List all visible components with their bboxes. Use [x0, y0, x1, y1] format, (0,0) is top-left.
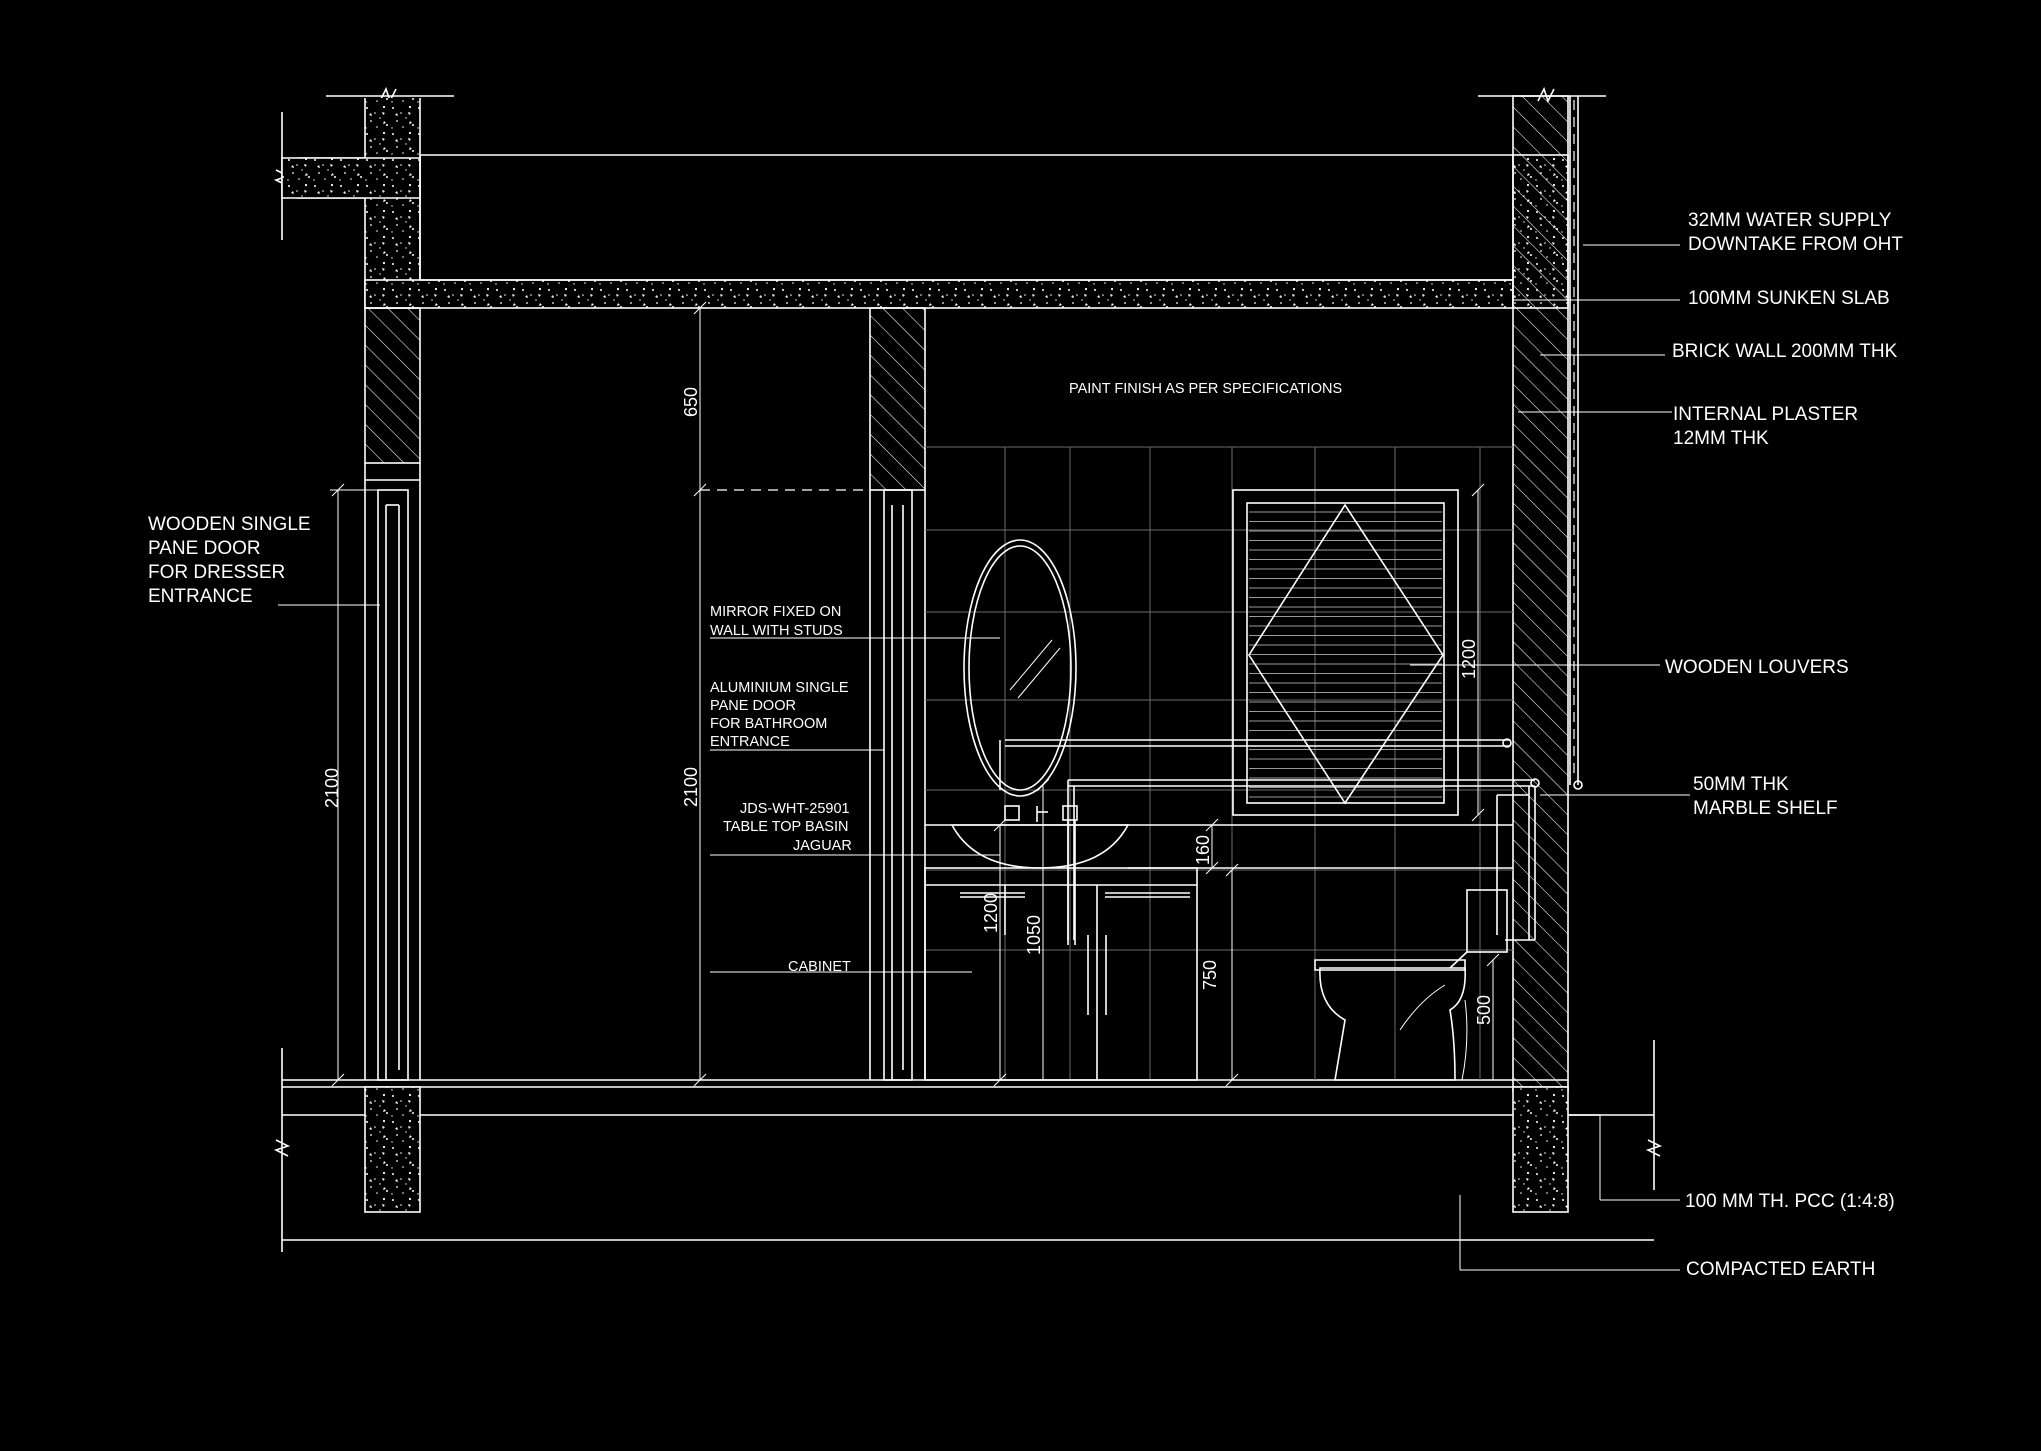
label-marble-shelf-1: 50MM THK [1693, 774, 1789, 795]
dim-shelf-gap: 160 [1193, 835, 1213, 865]
dim-left-door-height: 2100 [322, 768, 342, 808]
water-closet [1314, 889, 1508, 1081]
dim-tap-height: 1050 [1024, 915, 1044, 955]
label-alu-door-1: ALUMINIUM SINGLE [710, 680, 849, 696]
label-cabinet: CABINET [788, 959, 851, 975]
dim-alu-door-upper: 650 [681, 387, 701, 417]
wooden-louvers-window [1232, 489, 1459, 816]
labels: 32MM WATER SUPPLY DOWNTAKE FROM OHT 100M… [148, 210, 1903, 1280]
water-supply-pipe [1569, 96, 1583, 790]
label-wooden-door-1: WOODEN SINGLE [148, 514, 311, 535]
label-paint-finish: PAINT FINISH AS PER SPECIFICATIONS [1069, 381, 1342, 397]
label-basin-3: JAGUAR [793, 838, 852, 854]
label-marble-shelf-2: MARBLE SHELF [1693, 798, 1838, 819]
dim-cabinet-height: 750 [1200, 960, 1220, 990]
label-wooden-door-2: PANE DOOR [148, 538, 261, 559]
label-internal-plaster-2: 12MM THK [1673, 428, 1769, 449]
left-footing [364, 1086, 421, 1213]
label-compacted-earth: COMPACTED EARTH [1686, 1259, 1875, 1280]
oval-mirror [963, 539, 1077, 797]
label-wooden-door-3: FOR DRESSER [148, 562, 285, 583]
right-brick-wall [1512, 95, 1569, 1092]
left-column-top [297, 98, 421, 309]
label-mirror-1: MIRROR FIXED ON [710, 604, 841, 620]
basin-and-cabinet [924, 805, 1198, 1081]
break-lines [273, 86, 1663, 1252]
label-basin-2: TABLE TOP BASIN [723, 819, 848, 835]
label-wooden-door-4: ENTRANCE [148, 586, 253, 607]
label-wooden-louvers: WOODEN LOUVERS [1665, 657, 1849, 678]
dimension-lines [330, 301, 1500, 1087]
label-mirror-2: WALL WITH STUDS [710, 623, 843, 639]
label-alu-door-4: ENTRANCE [710, 734, 790, 750]
left-slab-stub [281, 157, 421, 199]
dim-wc-height: 500 [1474, 995, 1494, 1025]
label-water-supply-2: DOWNTAKE FROM OHT [1688, 234, 1903, 255]
dim-louver-height: 1200 [1459, 639, 1479, 679]
structure [273, 86, 1663, 1252]
left-brick-wall [364, 307, 421, 464]
label-pcc: 100 MM TH. PCC (1:4:8) [1685, 1191, 1895, 1212]
label-alu-door-2: PANE DOOR [710, 698, 796, 714]
label-sunken-slab: 100MM SUNKEN SLAB [1688, 288, 1890, 309]
right-footing [1512, 1086, 1569, 1213]
label-basin-1: JDS-WHT-25901 [740, 801, 850, 817]
dim-basin-height: 1200 [981, 893, 1001, 933]
label-alu-door-3: FOR BATHROOM [710, 716, 827, 732]
wall-tiles [925, 446, 1513, 1080]
label-water-supply-1: 32MM WATER SUPPLY [1688, 210, 1892, 231]
label-internal-plaster-1: INTERNAL PLASTER [1673, 404, 1858, 425]
middle-brick-wall [869, 307, 926, 491]
leader-lines [278, 244, 1690, 1271]
top-slab [364, 279, 1514, 309]
dim-alu-door-height: 2100 [681, 767, 701, 807]
dimension-texts: 2100 650 2100 1200 1200 1050 160 750 500 [322, 387, 1494, 1025]
label-brick-wall: BRICK WALL 200MM THK [1672, 341, 1898, 362]
